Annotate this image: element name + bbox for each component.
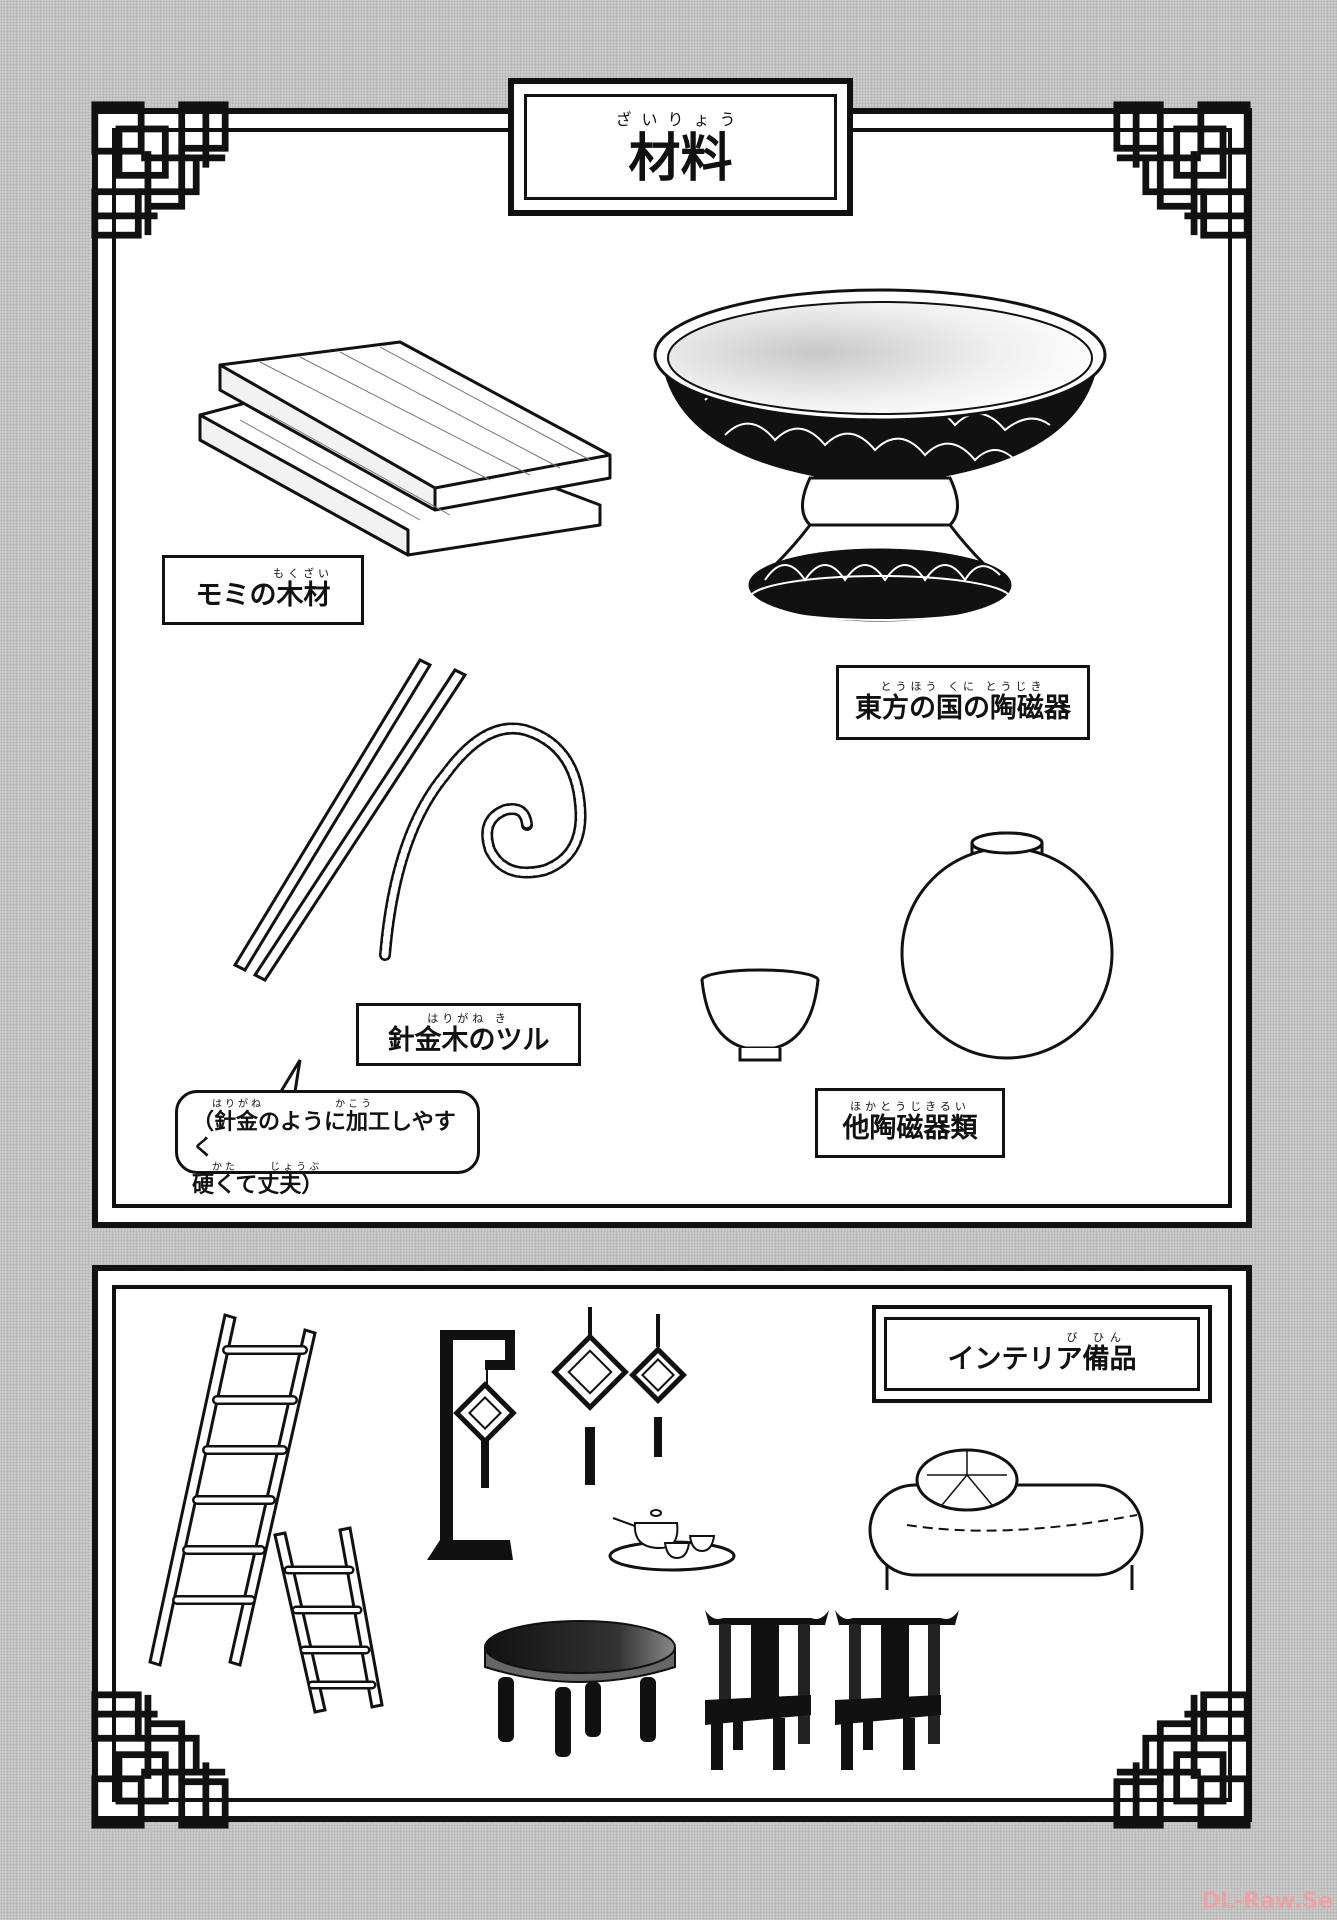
porcelain-cup-illustration (700, 968, 820, 1062)
lantern-stand-illustration (427, 1330, 517, 1560)
label-other-porcelain: ほかとうじきるい 他陶磁器類 (815, 1088, 1005, 1158)
chair-illustration (835, 1610, 959, 1770)
interior-title-frame: び ひん インテリア備品 (872, 1305, 1212, 1403)
hanging-ornament-small-illustration (629, 1314, 687, 1457)
label-text: モミの木材 (195, 580, 331, 611)
label-fir-wood: もくざい モミの木材 (162, 555, 364, 625)
label-wirewood-vine: はりがね き 針金木のツル (356, 1003, 581, 1066)
label-eastern-porcelain: とうほう くに とうじき 東方の国の陶磁器 (836, 665, 1090, 740)
chair-illustration (705, 1610, 829, 1770)
long-ladder-illustration (148, 1313, 317, 1667)
ottoman-with-cushion-illustration (868, 1448, 1144, 1590)
corner-knot-ornament (1112, 100, 1252, 240)
bubble-ruby-line2: かた じょうぶ (212, 1162, 323, 1173)
hanging-ornament-large-illustration (551, 1307, 629, 1485)
bubble-text-line1: （針金のように加工しやすく (192, 1110, 456, 1161)
watermark: DL-Raw.Se (1201, 1889, 1333, 1914)
corner-knot-ornament (90, 1690, 230, 1830)
materials-title: 材料 (628, 129, 733, 189)
label-ruby: もくざい (273, 567, 333, 580)
fir-wood-planks-illustration (198, 340, 612, 557)
note-speech-bubble: はりがね かこう （針金のように加工しやすく かた じょうぶ 硬くて丈夫） (175, 1090, 480, 1198)
bubble-text-line2: 硬くて丈夫） (192, 1173, 324, 1198)
interior-panel-inner-border (112, 1285, 1232, 1802)
speech-bubble-tail (275, 1059, 302, 1098)
short-ladder-illustration (273, 1526, 384, 1714)
materials-title-frame: ざいりょう 材料 (508, 78, 853, 216)
round-table-illustration (484, 1620, 676, 1757)
corner-knot-ornament (1112, 1690, 1252, 1830)
label-ruby: ほかとうじきるい (850, 1100, 970, 1113)
wirewood-vine-illustration (232, 658, 587, 982)
label-ruby: はりがね き (427, 1011, 510, 1025)
bubble-ruby-line1: はりがね かこう (212, 1099, 375, 1110)
label-text: 他陶磁器類 (842, 1113, 978, 1144)
porcelain-jar-illustration (900, 831, 1114, 1060)
tea-set-illustration (608, 1509, 736, 1572)
eastern-porcelain-bowl-illustration (653, 288, 1107, 622)
interior-title-ruby: び ひん (1066, 1331, 1127, 1344)
corner-knot-ornament (90, 100, 230, 240)
materials-title-ruby: ざいりょう (615, 110, 746, 129)
label-ruby: とうほう くに とうじき (880, 679, 1046, 693)
label-text: 針金木のツル (387, 1024, 550, 1056)
label-text: 東方の国の陶磁器 (855, 692, 1071, 724)
interior-title: インテリア備品 (947, 1344, 1137, 1375)
